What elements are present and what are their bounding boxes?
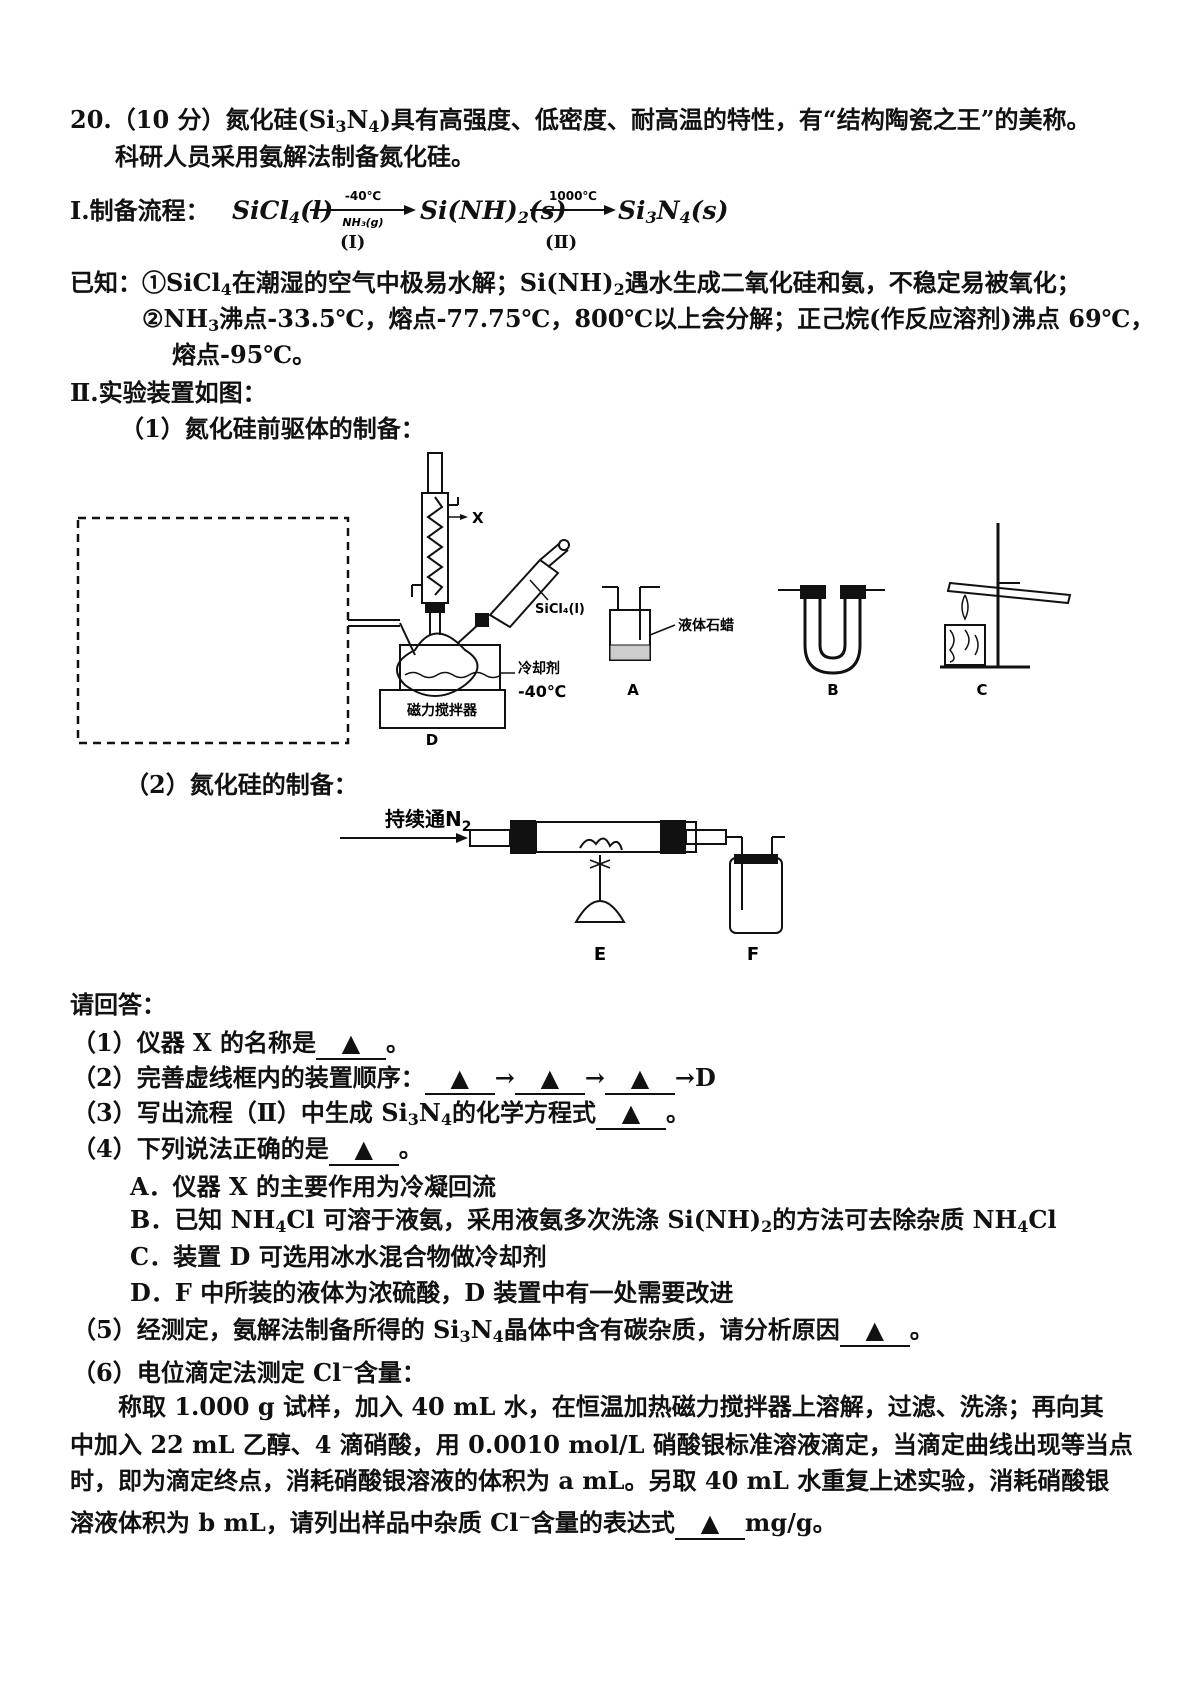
answer-blank-6[interactable]: ▲ — [674, 1508, 745, 1540]
apparatus-c: C — [940, 523, 1072, 699]
apparatus-part2: （2）氮化硅的制备： — [125, 770, 358, 799]
three-neck-flask — [396, 613, 489, 697]
subscript: 4 — [368, 117, 380, 136]
magnetic-stirrer: 磁力搅拌器 D — [379, 689, 506, 749]
flow-step-2: (Ⅱ) — [545, 232, 578, 253]
known-line2: ②NH3沸点-33.5℃，熔点-77.75℃，800℃以上会分解；正己烷(作反应… — [142, 304, 1155, 335]
wash-bottle-f: F — [726, 836, 785, 965]
apparatus-diagram-2: 持续通N2 E F — [340, 807, 785, 965]
apparatus-part1: （1）氮化硅前驱体的制备： — [120, 414, 425, 443]
apparatus-diagram-1: X SiCl₄(l) 冷却剂 -40℃ 磁力搅拌器 D — [76, 452, 1072, 749]
answer-blank-1[interactable]: ▲ — [316, 1028, 387, 1060]
svg-text:-40℃: -40℃ — [518, 682, 566, 701]
answer-blank-5[interactable]: ▲ — [839, 1315, 910, 1347]
flow-label: Ⅰ.制备流程： — [70, 196, 210, 225]
question-3: （3）写出流程（Ⅱ）中生成 Si3N4的化学方程式▲。 — [72, 1098, 690, 1130]
dropping-funnel: SiCl₄(l) — [488, 539, 585, 629]
option-c: C．装置 D 可选用冰水混合物做冷却剂 — [130, 1242, 547, 1271]
answer-blank-4[interactable]: ▲ — [328, 1134, 399, 1166]
paragraph-line-4: 溶液体积为 b mL，请列出样品中杂质 Cl−含量的表达式▲mg/g。 — [70, 1502, 837, 1540]
condenser-x: X — [411, 452, 484, 613]
svg-text:1000℃: 1000℃ — [549, 189, 597, 203]
option-b: B．已知 NH4Cl 可溶于液氨，采用液氨多次洗涤 Si(NH)2的方法可去除杂… — [130, 1205, 1057, 1236]
answer-blank-2a[interactable]: ▲ — [424, 1063, 495, 1095]
flow-arrow-1: -40℃ NH₃(g) — [310, 189, 416, 229]
flow-product: Si3N4(s) — [618, 196, 729, 227]
answer-blank-2c[interactable]: ▲ — [604, 1063, 675, 1095]
n2-label: 持续通N2 — [385, 807, 472, 835]
answers-prompt: 请回答： — [70, 990, 166, 1019]
svg-text:X: X — [472, 509, 484, 527]
option-d: D．F 中所装的液体为浓硫酸，D 装置中有一处需要改进 — [130, 1278, 734, 1307]
svg-text:液体石蜡: 液体石蜡 — [678, 617, 734, 634]
known-line3: 熔点-95℃。 — [172, 340, 317, 369]
question-1: （1）仪器 X 的名称是▲。 — [72, 1028, 410, 1060]
svg-text:-40℃: -40℃ — [345, 189, 381, 203]
option-a: A．仪器 X 的主要作用为冷凝回流 — [130, 1172, 496, 1201]
subscript: 3 — [335, 117, 347, 136]
paragraph-line-2: 中加入 22 mL 乙醇、4 滴硝酸，用 0.0010 mol/L 硝酸银标准溶… — [70, 1430, 1133, 1459]
svg-text:冷却剂: 冷却剂 — [518, 660, 560, 677]
svg-text:SiCl₄(l): SiCl₄(l) — [535, 602, 585, 617]
svg-text:F: F — [747, 944, 759, 965]
flow-step-1: (Ⅰ) — [340, 232, 366, 253]
svg-text:C: C — [976, 681, 987, 699]
svg-text:A: A — [627, 681, 639, 699]
known-line1: 已知：①SiCl4在潮湿的空气中极易水解；Si(NH)2遇水生成二氧化硅和氨，不… — [70, 268, 1081, 299]
svg-text:B: B — [827, 681, 838, 699]
header-text: )具有高强度、低密度、耐高温的特性，有“结构陶瓷之王”的美称。 — [379, 105, 1091, 134]
question-6: （6）电位滴定法测定 Cl−含量： — [72, 1358, 426, 1387]
dashed-box — [76, 516, 350, 745]
answer-blank-3[interactable]: ▲ — [595, 1098, 666, 1130]
question-5: （5）经测定，氨解法制备所得的 Si3N4晶体中含有碳杂质，请分析原因▲。 — [72, 1315, 934, 1347]
header-text: N — [346, 105, 369, 134]
svg-text:D: D — [426, 731, 438, 749]
question-score: （10 分） — [111, 105, 226, 134]
apparatus-title: Ⅱ.实验装置如图： — [70, 378, 267, 407]
cooling-bath: 冷却剂 -40℃ — [399, 644, 566, 701]
svg-text:磁力搅拌器: 磁力搅拌器 — [407, 702, 478, 719]
flow-reactant: SiCl4(l) — [232, 196, 334, 227]
question-number: 20. — [70, 105, 112, 134]
paragraph-line-1: 称取 1.000 g 试样，加入 40 mL 水，在恒温加热磁力搅拌器上溶解，过… — [118, 1392, 1104, 1421]
burner-e: E — [574, 855, 626, 965]
question-4: （4）下列说法正确的是▲。 — [72, 1134, 423, 1166]
answer-blank-2b[interactable]: ▲ — [514, 1063, 585, 1095]
apparatus-b: B — [778, 585, 885, 699]
question-header-line1: 20.（10 分）氮化硅(Si3N4)具有高强度、低密度、耐高温的特性，有“结构… — [70, 105, 1091, 142]
svg-text:E: E — [594, 944, 606, 965]
header-text: 氮化硅(Si — [225, 105, 336, 134]
flow-arrow-2: 1000℃ — [530, 189, 616, 215]
question-2: （2）完善虚线框内的装置顺序：▲→▲→▲→D — [72, 1063, 716, 1095]
paragraph-line-3: 时，即为滴定终点，消耗硝酸银溶液的体积为 a mL。另取 40 mL 水重复上述… — [70, 1466, 1110, 1495]
svg-text:NH₃(g): NH₃(g) — [342, 216, 383, 229]
apparatus-a: 液体石蜡 A — [602, 586, 734, 699]
question-header-line2: 科研人员采用氨解法制备氮化硅。 — [115, 142, 475, 171]
